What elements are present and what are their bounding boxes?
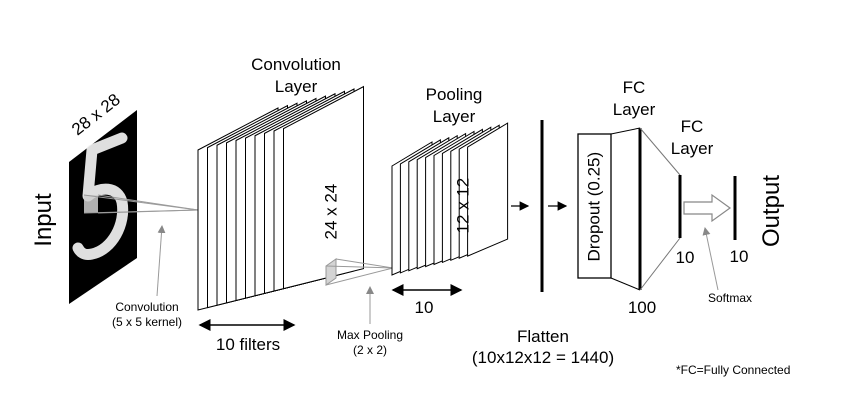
fc1-fc2-connection-top <box>639 127 681 176</box>
input-label: Input <box>30 193 57 247</box>
maxpool-label: Max Pooling (2 x 2) <box>320 328 420 358</box>
fc2-title: FC Layer <box>662 116 722 160</box>
fc1-fc2-connection-bottom <box>639 237 681 291</box>
pool-size-label: 12 x 12 <box>453 177 473 234</box>
convolution-kernel-line2: (5 x 5 kernel) <box>111 315 183 329</box>
pooling-window <box>325 258 394 286</box>
convolution-pointer <box>156 225 166 297</box>
conv-layer-title: Convolution Layer <box>236 54 356 98</box>
kernel-window <box>84 195 98 213</box>
dropout-label: Dropout (0.25) <box>584 151 604 262</box>
digit-five-glyph <box>72 132 129 260</box>
pooling-feature-maps <box>391 122 509 276</box>
footnote: *FC=Fully Connected <box>676 363 791 377</box>
flatten-title: Flatten <box>517 327 569 346</box>
conv-title-line2: Layer <box>274 77 318 96</box>
pool-layer-title: Pooling Layer <box>406 84 502 128</box>
conv-size-label: 24 x 24 <box>321 183 341 240</box>
pool-title-line2: Layer <box>432 107 476 126</box>
conv-title-line1: Convolution <box>251 55 341 74</box>
fc2-title-line2: Layer <box>670 139 714 158</box>
filters-label: 10 filters <box>215 335 281 354</box>
pool-depth-label: 10 <box>414 298 434 317</box>
output-label: Output <box>758 174 785 248</box>
fc1-title-line2: Layer <box>612 100 656 119</box>
dropout-box <box>577 133 612 279</box>
convolution-kernel-label: Convolution (5 x 5 kernel) <box>90 300 204 330</box>
fc2-title-line1: FC <box>680 117 704 136</box>
conv-projection-lines <box>83 194 199 214</box>
fc-to-output-arrow <box>683 193 732 223</box>
flatten-formula: (10x12x12 = 1440) <box>471 348 615 368</box>
convolution-kernel-line1: Convolution <box>115 300 179 314</box>
flatten-label: Flatten (10x12x12 = 1440) <box>464 326 622 369</box>
output-units-label: 10 <box>729 247 749 266</box>
fc2-units-label: 10 <box>675 248 695 267</box>
conv-feature-map-sheet-10 <box>283 85 364 290</box>
fc1-title-line1: FC <box>622 78 646 97</box>
softmax-pointer <box>702 227 719 291</box>
fc1-units-label: 100 <box>627 298 657 317</box>
maxpool-line1: Max Pooling <box>336 328 404 342</box>
pool-feature-map-sheet-10 <box>467 122 509 257</box>
convolution-feature-maps <box>197 85 364 311</box>
softmax-label: Softmax <box>708 291 753 305</box>
fc1-title: FC Layer <box>598 77 670 121</box>
input-image <box>69 110 137 304</box>
pool-title-line1: Pooling <box>425 85 483 104</box>
maxpool-line2: (2 x 2) <box>352 343 387 357</box>
